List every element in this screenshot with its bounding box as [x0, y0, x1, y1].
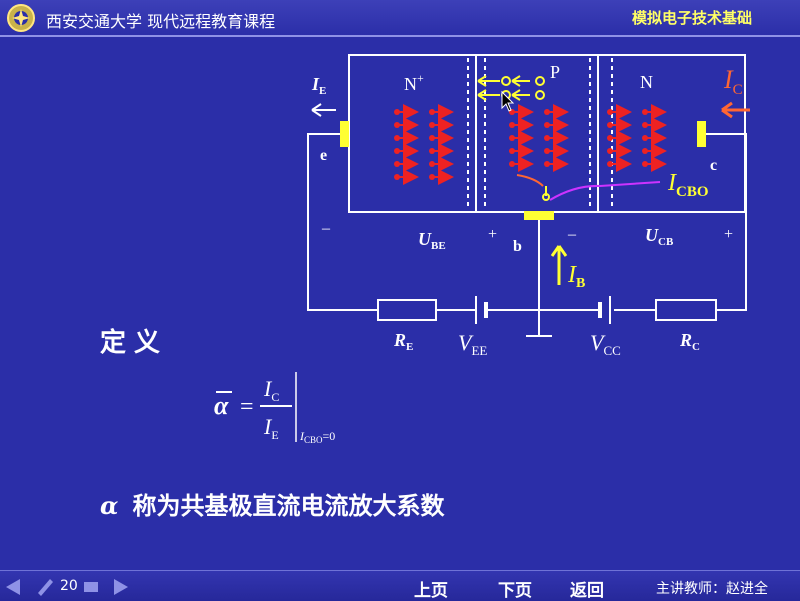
back-arrow-icon[interactable] — [6, 579, 20, 595]
definition-label: 定义 — [100, 328, 169, 358]
recombination-arrow — [516, 174, 544, 187]
back-button[interactable]: 返回 — [570, 581, 604, 601]
formula-condition: ICBO=0 — [299, 429, 335, 445]
re-label: RE — [393, 330, 413, 353]
ie-arrow-head — [311, 103, 322, 117]
header-divider — [0, 35, 800, 37]
school-title: 西安交通大学 现代远程教育课程 — [46, 12, 276, 31]
collector-region-label: N — [640, 72, 653, 92]
mouse-cursor-icon — [501, 90, 515, 112]
ube-label: UBE — [418, 229, 446, 252]
collector-terminal — [697, 121, 706, 147]
header-bar: 西安交通大学 现代远程教育课程 模拟电子技术基础 — [0, 0, 800, 36]
emitter-terminal — [340, 121, 349, 147]
ib-label: IB — [567, 262, 585, 291]
emitter-e-label: e — [320, 147, 327, 164]
external-circuit — [307, 133, 747, 337]
forward-arrow-icon[interactable] — [114, 579, 128, 595]
alpha-formula: α = IC IE ICBO=0 — [214, 372, 335, 445]
prev-page-button[interactable]: 上页 — [414, 581, 448, 601]
base-carrier-hole — [542, 193, 550, 201]
next-page-button[interactable]: 下页 — [498, 581, 532, 601]
hole-flow-arrows — [477, 75, 545, 101]
icbo-label: ICBO — [667, 170, 709, 200]
vee-label: VEE — [458, 330, 487, 358]
formula-alpha: α — [214, 391, 229, 420]
ie-label: IE — [311, 74, 326, 97]
formula-equals: = — [240, 394, 254, 420]
ucb-minus: – — [567, 226, 577, 243]
ib-arrow-head — [550, 245, 568, 257]
slide-nav-icons — [6, 579, 128, 596]
ic-arrow-head — [721, 101, 733, 119]
vcc-label: VCC — [590, 330, 621, 358]
menu-icon[interactable] — [84, 582, 98, 592]
pen-icon[interactable] — [38, 579, 53, 596]
conclusion-description: 称为共基极直流电流放大系数 — [132, 492, 445, 520]
ic-label: IC — [723, 65, 743, 98]
conclusion-text: α 称为共基极直流电流放大系数 — [100, 486, 444, 521]
ucb-plus: + — [724, 226, 733, 243]
page-number: 20 — [60, 578, 78, 594]
formula-denominator: IE — [263, 414, 279, 442]
icbo-path — [549, 181, 661, 201]
conclusion-alpha: α — [100, 491, 119, 520]
re-resistor — [377, 299, 437, 321]
collector-c-label: c — [710, 157, 717, 174]
emitter-region-label: N+ — [404, 71, 424, 94]
ucb-label: UCB — [645, 225, 674, 248]
footer-bar: 20 上页 下页 返回 主讲教师：赵进全 — [0, 570, 800, 601]
course-title: 模拟电子技术基础 — [631, 9, 752, 27]
teacher-name: 主讲教师：赵进全 — [656, 581, 768, 597]
formula-numerator: IC — [263, 376, 279, 404]
electron-flow-arrows — [394, 104, 667, 185]
ube-plus: + — [488, 226, 497, 243]
base-b-label: b — [513, 238, 522, 255]
base-terminal — [524, 211, 554, 220]
ube-minus: – — [321, 220, 331, 237]
base-region-label: P — [550, 62, 560, 82]
rc-resistor — [655, 299, 717, 321]
rc-label: RC — [679, 330, 700, 353]
university-logo-icon — [7, 4, 35, 32]
